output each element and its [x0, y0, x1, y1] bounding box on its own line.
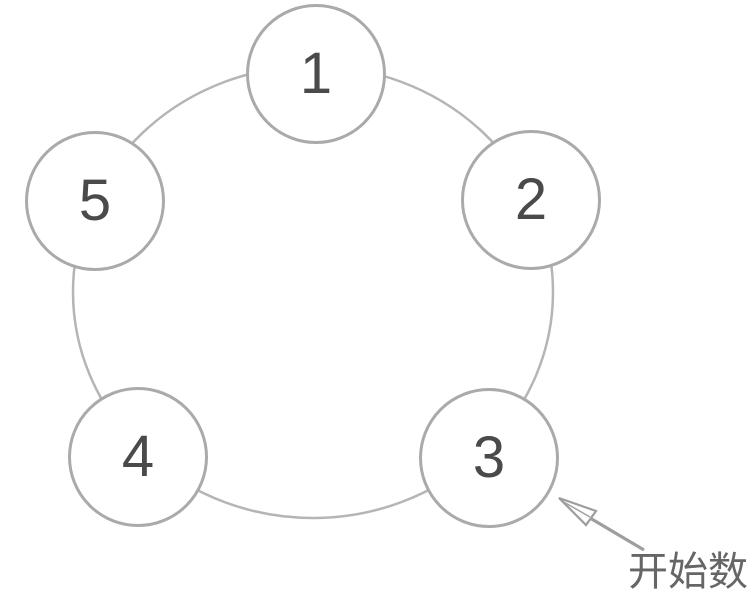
node-3: 3 [419, 388, 559, 528]
pointer-arrow-shaft [589, 516, 645, 552]
node-1-label: 1 [299, 41, 333, 106]
node-2: 2 [461, 130, 601, 270]
node-5-label: 5 [78, 168, 112, 233]
node-5: 5 [25, 131, 165, 271]
pointer-arrow-head-fold [561, 500, 591, 518]
node-4-label: 4 [121, 424, 155, 489]
node-4: 4 [68, 387, 208, 527]
start-counting-annotation: 开始数 [628, 550, 748, 594]
node-2-label: 2 [514, 167, 548, 232]
node-3-label: 3 [472, 425, 506, 490]
node-1: 1 [246, 4, 386, 144]
